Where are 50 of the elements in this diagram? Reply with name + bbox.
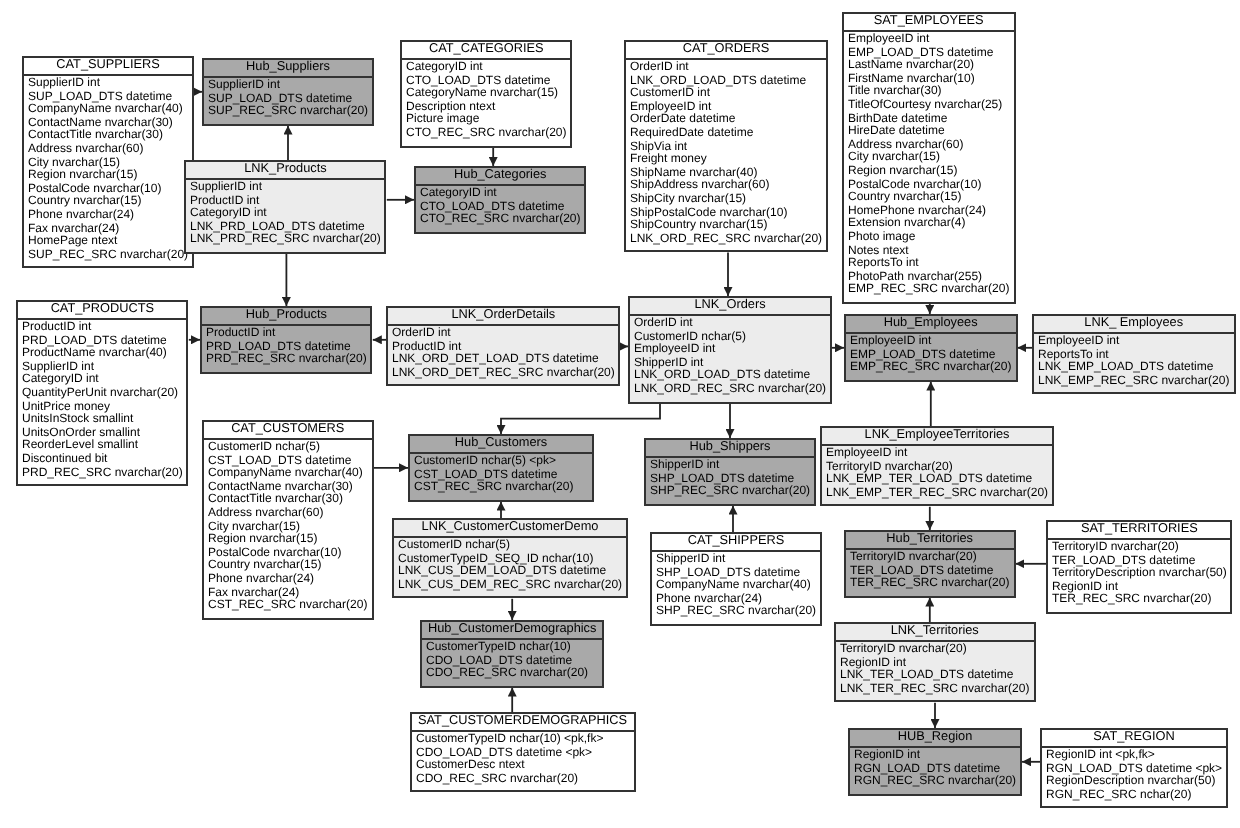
- table-box: [650, 532, 823, 626]
- arrow: [930, 701, 940, 729]
- table-box: [624, 40, 829, 253]
- table-box: [202, 420, 374, 620]
- arrow: [488, 146, 498, 167]
- arrow: [926, 380, 936, 427]
- arrow: [283, 124, 293, 161]
- table-box: [1040, 728, 1229, 809]
- table-box: [414, 166, 587, 234]
- arrow: [831, 343, 845, 353]
- table-box: [184, 160, 387, 254]
- table-box: [1046, 520, 1233, 614]
- arrow: [507, 686, 517, 713]
- arrow: [723, 251, 733, 297]
- table-box: [386, 306, 621, 387]
- table-box: [1032, 314, 1236, 395]
- arrow: [925, 505, 935, 531]
- table-box: [628, 296, 833, 404]
- table-box: [410, 712, 636, 793]
- arrow: [925, 302, 935, 315]
- table-box: [842, 12, 1016, 304]
- arrow: [187, 335, 201, 345]
- arrow: [1021, 757, 1041, 767]
- table-box: [16, 300, 189, 487]
- table-box: [820, 426, 1055, 507]
- arrow: [385, 195, 415, 205]
- table-box: [420, 620, 605, 688]
- arrow: [1016, 343, 1033, 353]
- table-box: [408, 434, 594, 502]
- arrow: [725, 402, 735, 439]
- arrow: [496, 500, 506, 519]
- table-box: [644, 438, 817, 506]
- arrow: [281, 253, 291, 307]
- table-box: [200, 306, 373, 374]
- table-box: [848, 728, 1023, 796]
- arrow: [507, 597, 517, 621]
- arrow: [1014, 559, 1047, 569]
- table-box: [844, 530, 1016, 598]
- table-box: [834, 622, 1036, 703]
- arrow: [619, 341, 629, 351]
- table-box: [202, 58, 375, 126]
- arrow: [728, 504, 738, 533]
- arrow: [372, 463, 409, 473]
- table-box: [392, 518, 629, 599]
- table-box: [844, 314, 1018, 382]
- arrow: [925, 596, 935, 623]
- arrow: [193, 87, 203, 97]
- arrow: [371, 335, 387, 345]
- table-box: [400, 40, 573, 148]
- arrow: [496, 402, 661, 435]
